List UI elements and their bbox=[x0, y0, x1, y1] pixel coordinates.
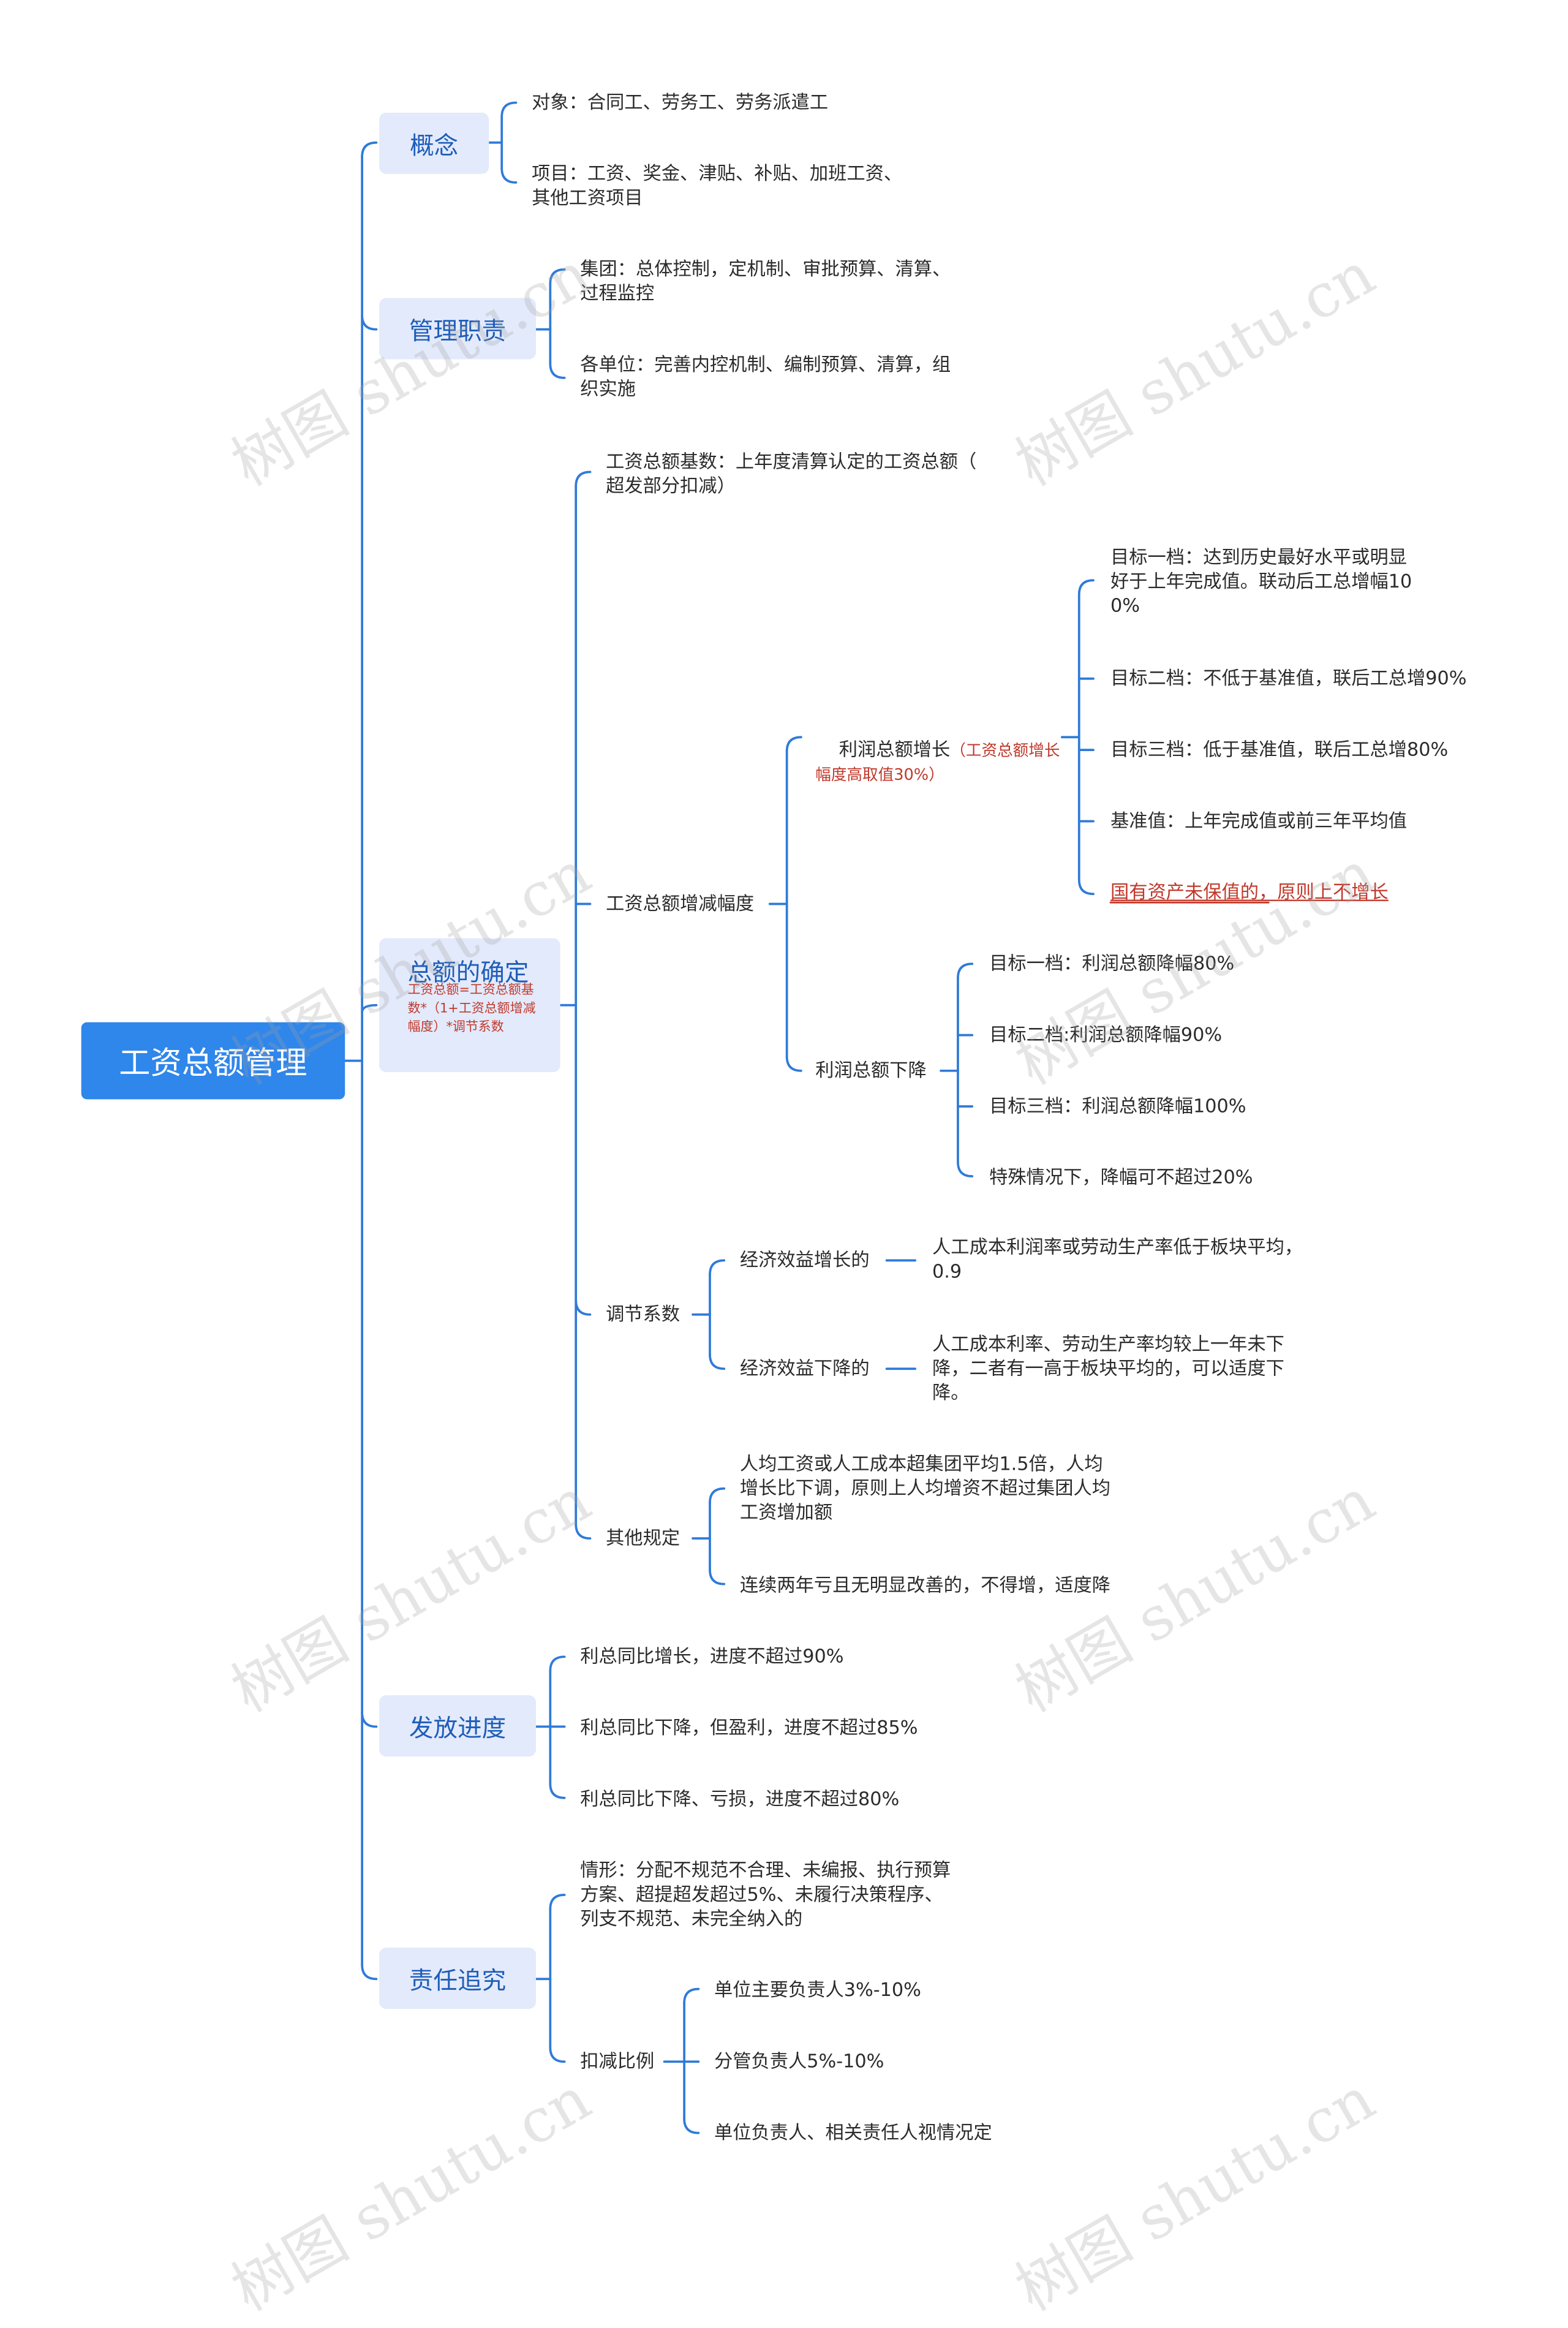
node-adjust-up-text[interactable]: 人工成本利润率或劳动生产率低于板块平均， 0.9 bbox=[932, 1238, 1303, 1283]
node-profit-up-note: （工资总额增长 幅度高取值30%） bbox=[815, 741, 1060, 785]
node-concept-items[interactable]: 项目：工资、奖金、津贴、补贴、加班工资、 其他工资项目 bbox=[532, 164, 903, 210]
node-deduct[interactable]: 扣减比例 bbox=[580, 2051, 655, 2073]
node-profit-down-special[interactable]: 特殊情况下，降幅可不超过20% bbox=[989, 1168, 1253, 1189]
node-progress[interactable]: 发放进度 bbox=[379, 1695, 537, 1757]
node-profit-down[interactable]: 利润总额下降 bbox=[815, 1060, 927, 1083]
node-deduct-a[interactable]: 单位主要负责人3%-10% bbox=[714, 1980, 921, 2002]
root-node[interactable]: 工资总额管理 bbox=[81, 1022, 345, 1100]
node-concept[interactable]: 概念 bbox=[379, 112, 489, 174]
node-total-label: 总额的确定 bbox=[407, 959, 529, 988]
node-deduct-b[interactable]: 分管负责人5%-10% bbox=[714, 2051, 884, 2073]
node-progress-b[interactable]: 利总同比下降，但盈利，进度不超过85% bbox=[580, 1718, 918, 1740]
connector-lines bbox=[344, 101, 1270, 2134]
node-account[interactable]: 责任追究 bbox=[379, 1948, 537, 2009]
node-total-note: 工资总额=工资总额基数*（1+工资总额增减幅度）*调节系数 bbox=[407, 983, 536, 1035]
node-progress-a[interactable]: 利总同比增长，进度不超过90% bbox=[580, 1647, 844, 1668]
node-duty-units[interactable]: 各单位：完善内控机制、编制预算、清算，组 织实施 bbox=[580, 355, 951, 401]
node-progress-c[interactable]: 利总同比下降、亏损，进度不超过80% bbox=[580, 1789, 900, 1811]
node-profit-up-label: 利润总额增长 bbox=[839, 739, 951, 762]
node-profit-up-base[interactable]: 基准值：上年完成值或前三年平均值 bbox=[1110, 811, 1408, 833]
node-profit-up-t2[interactable]: 目标二档：不低于基准值，联后工总增90% bbox=[1110, 668, 1467, 690]
node-profit-down-t1[interactable]: 目标一档：利润总额降幅80% bbox=[989, 953, 1235, 975]
node-concept-object[interactable]: 对象：合同工、劳务工、劳务派遣工 bbox=[532, 93, 829, 115]
node-profit-up[interactable]: 利润总额增长（工资总额增长 幅度高取值30%） bbox=[815, 714, 1065, 811]
node-profit-up-state[interactable]: 国有资产未保值的，原则上不增长 bbox=[1110, 882, 1389, 904]
node-adjust-down-text[interactable]: 人工成本利率、劳动生产率均较上一年未下 降，二者有一高于板块平均的，可以适度下 … bbox=[932, 1334, 1284, 1405]
node-profit-up-t1[interactable]: 目标一档：达到历史最好水平或明显 好于上年完成值。联动后工总增幅10 0% bbox=[1110, 547, 1412, 618]
node-other[interactable]: 其他规定 bbox=[606, 1528, 680, 1550]
node-profit-down-t2[interactable]: 目标二档:利润总额降幅90% bbox=[989, 1025, 1223, 1047]
node-other-a[interactable]: 人均工资或人工成本超集团平均1.5倍，人均 增长比下调，原则上人均增资不超过集团… bbox=[739, 1454, 1111, 1524]
node-change[interactable]: 工资总额增减幅度 bbox=[606, 894, 755, 916]
node-profit-down-t3[interactable]: 目标三档：利润总额降幅100% bbox=[989, 1096, 1246, 1118]
node-duty-group[interactable]: 集团：总体控制，定机制、审批预算、清算、 过程监控 bbox=[580, 259, 951, 306]
node-total[interactable]: 总额的确定 工资总额=工资总额基数*（1+工资总额增减幅度）*调节系数 bbox=[379, 938, 560, 1073]
node-adjust-up[interactable]: 经济效益增长的 bbox=[739, 1250, 870, 1272]
node-adjust[interactable]: 调节系数 bbox=[606, 1304, 680, 1326]
node-account-case[interactable]: 情形：分配不规范不合理、未编报、执行预算 方案、超提超发超过5%、未履行决策程序… bbox=[580, 1861, 951, 1931]
node-profit-up-t3[interactable]: 目标三档：低于基准值，联后工总增80% bbox=[1110, 739, 1449, 762]
node-other-b[interactable]: 连续两年亏且无明显改善的，不得增，适度降 bbox=[739, 1575, 1111, 1597]
node-deduct-c[interactable]: 单位负责人、相关责任人视情况定 bbox=[714, 2123, 992, 2145]
node-total-base[interactable]: 工资总额基数：上年度清算认定的工资总额（ 超发部分扣减） bbox=[606, 452, 977, 498]
node-adjust-down[interactable]: 经济效益下降的 bbox=[739, 1358, 870, 1380]
node-duty[interactable]: 管理职责 bbox=[379, 298, 537, 360]
